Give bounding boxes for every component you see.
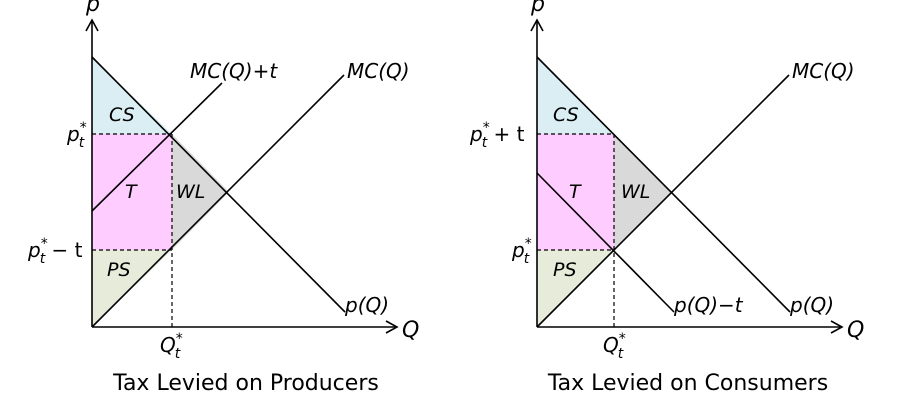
- left-price-low-tick: p*t − t: [27, 236, 83, 267]
- right-supply-label: MC(Q): [792, 59, 855, 83]
- right-demand-curve: [536, 56, 791, 313]
- left-p-axis-label: p: [85, 0, 100, 17]
- right-panel: p Q MC(Q) p(Q)−t p(Q) p*t + t p*t Q*t CS…: [469, 0, 864, 396]
- right-demand-tax-curve: [536, 172, 675, 313]
- right-welfare-loss-region: [614, 134, 672, 250]
- right-caption: Tax Levied on Consumers: [547, 371, 828, 396]
- right-wl-label: WL: [621, 181, 650, 203]
- left-q-axis-label: Q: [402, 318, 419, 343]
- left-panel: p Q MC(Q)+t MC(Q) p(Q) p*t p*t − t Q*t C…: [27, 0, 419, 396]
- right-quantity-tick: Q*t: [603, 331, 626, 362]
- left-p-axis-arrow: [85, 18, 99, 32]
- left-tax-label: T: [125, 181, 138, 203]
- right-tax-revenue-region: [537, 134, 614, 250]
- right-p-axis-arrow: [530, 18, 544, 32]
- left-demand-curve: [91, 56, 346, 313]
- right-demand-tax-label: p(Q)−t: [673, 293, 744, 317]
- right-p-axis-label: p: [530, 0, 545, 17]
- left-ps-label: PS: [107, 259, 131, 281]
- left-supply-curve: [91, 74, 345, 328]
- left-wl-label: WL: [176, 181, 205, 203]
- right-tax-label: T: [569, 181, 582, 203]
- right-price-low-tick: p*t: [511, 236, 532, 267]
- left-price-high-tick: p*t: [66, 120, 87, 151]
- left-supply-label: MC(Q): [347, 59, 410, 83]
- right-ps-label: PS: [553, 259, 577, 281]
- right-price-high-tick: p*t + t: [469, 120, 525, 151]
- left-supply-tax-label: MC(Q)+t: [190, 59, 278, 83]
- left-caption: Tax Levied on Producers: [112, 371, 379, 396]
- right-q-axis-label: Q: [847, 318, 864, 343]
- left-welfare-loss-region: [172, 134, 229, 250]
- left-q-axis-arrow: [385, 320, 399, 334]
- right-demand-label: p(Q): [789, 293, 834, 317]
- left-cs-label: CS: [109, 104, 135, 126]
- left-supply-tax-curve: [91, 82, 223, 212]
- right-supply-curve: [536, 74, 790, 328]
- left-quantity-tick: Q*t: [160, 331, 183, 362]
- left-tax-revenue-region: [92, 134, 172, 250]
- right-q-axis-arrow: [830, 320, 844, 334]
- left-demand-label: p(Q): [344, 293, 389, 317]
- right-cs-label: CS: [553, 104, 579, 126]
